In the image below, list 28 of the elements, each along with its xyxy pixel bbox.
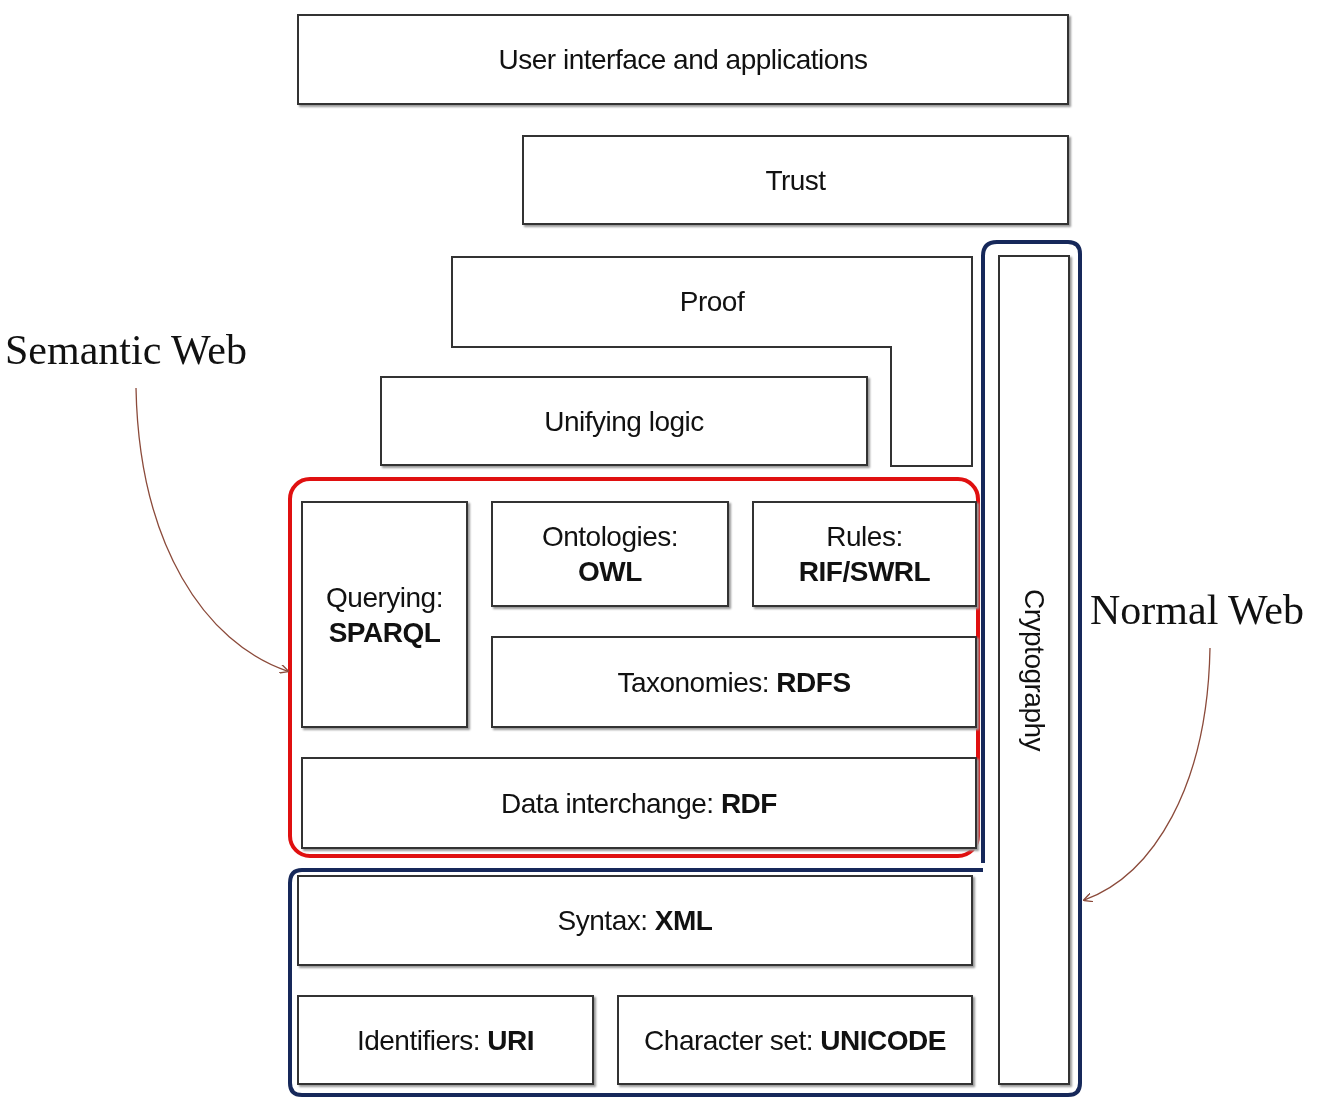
layer-label: Character set: UNICODE	[644, 1023, 946, 1058]
layer-label: Identifiers: URI	[356, 1023, 535, 1058]
layer-box	[522, 135, 1069, 225]
layer-label: Rules: RIF/SWRL	[797, 520, 932, 589]
callout-text: Normal Web	[1090, 585, 1330, 635]
layer-label: Proof	[679, 285, 745, 319]
layer-box	[617, 995, 973, 1085]
layer-box	[297, 14, 1069, 105]
layer-box	[491, 636, 977, 728]
callout-text: Semantic Web	[5, 325, 267, 375]
layer-box	[301, 757, 977, 849]
layer-label: Querying: SPARQL	[325, 580, 444, 650]
layer-box	[297, 995, 594, 1085]
layer-label: Data interchange: RDF	[501, 786, 777, 821]
layer-box	[998, 255, 1070, 1085]
layer-box	[752, 501, 977, 607]
layer-box	[297, 875, 973, 966]
layer-label: Cryptography	[1017, 588, 1051, 752]
layer-label: Syntax: XML	[557, 904, 713, 938]
layer-label: Ontologies: OWL	[540, 520, 680, 589]
layer-label: Unifying logic	[544, 404, 704, 439]
layer-box	[491, 501, 729, 607]
layer-box	[301, 501, 468, 728]
leader-arrow	[135, 387, 290, 673]
leader-arrow	[1082, 647, 1211, 902]
layer-label: Taxonomies: RDFS	[617, 665, 851, 700]
layer-label: User interface and applications	[498, 43, 868, 77]
layer-label: Trust	[765, 163, 826, 198]
